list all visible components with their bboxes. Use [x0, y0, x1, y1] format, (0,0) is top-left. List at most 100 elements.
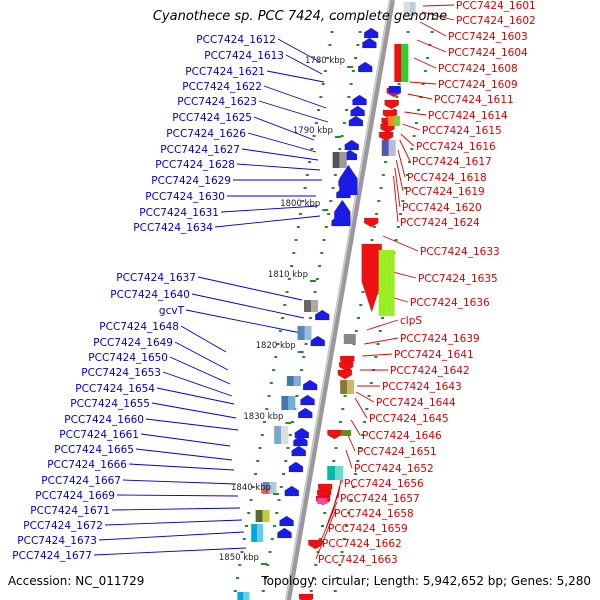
gene-label-right[interactable]: PCC7424_1616 [416, 141, 496, 153]
gene-label-right[interactable]: PCC7424_1617 [412, 156, 492, 168]
track-tick [395, 96, 399, 98]
gene-block [339, 152, 347, 168]
track-tick [265, 408, 269, 410]
track-tick [361, 291, 365, 293]
gene-label-left[interactable]: PCC7424_1630 [145, 191, 225, 203]
gene-label-right[interactable]: PCC7424_1658 [334, 508, 414, 520]
gene-label-left[interactable]: PCC7424_1621 [185, 66, 265, 78]
gene-label-right[interactable]: PCC7424_1642 [390, 365, 470, 377]
gene-label-right[interactable]: PCC7424_1643 [382, 381, 462, 393]
track-tick [356, 460, 360, 462]
gene-label-left[interactable]: PCC7424_1623 [177, 96, 257, 108]
callout-lines [93, 4, 455, 560]
track-tick [408, 18, 412, 20]
track-tick [266, 564, 270, 566]
gene-label-right[interactable]: PCC7424_1601 [456, 0, 536, 12]
track-tick [336, 577, 340, 579]
callout-line-left [93, 547, 247, 556]
gene-label-left[interactable]: PCC7424_1649 [93, 337, 173, 349]
gene-label-left[interactable]: PCC7424_1613 [204, 50, 284, 62]
gene-label-left[interactable]: PCC7424_1631 [139, 207, 219, 219]
track-tick [270, 538, 274, 540]
gene-label-left[interactable]: PCC7424_1626 [166, 128, 246, 140]
gene-label-left[interactable]: PCC7424_1612 [196, 34, 276, 46]
gene-label-left[interactable]: PCC7424_1625 [172, 112, 252, 124]
gene-label-left[interactable]: PCC7424_1637 [116, 272, 196, 284]
gene-label-left[interactable]: PCC7424_1671 [30, 505, 110, 517]
track-tick [273, 525, 277, 527]
gene-label-right[interactable]: PCC7424_1611 [434, 94, 514, 106]
gene-label-left[interactable]: PCC7424_1654 [75, 383, 155, 395]
gene-label-right[interactable]: clpS [400, 315, 422, 327]
track-tick [333, 590, 337, 592]
gene-label-right[interactable]: PCC7424_1614 [428, 110, 508, 122]
gene-label-right[interactable]: PCC7424_1645 [369, 413, 449, 425]
track-tick [284, 460, 288, 462]
gene-label-right[interactable]: PCC7424_1609 [438, 79, 518, 91]
gene-label-right[interactable]: PCC7424_1659 [328, 523, 408, 535]
gene-label-right[interactable]: PCC7424_1639 [400, 333, 480, 345]
gene-label-left[interactable]: PCC7424_1629 [151, 175, 231, 187]
gene-label-right[interactable]: PCC7424_1646 [362, 430, 442, 442]
gene-label-right[interactable]: PCC7424_1657 [340, 493, 420, 505]
gene-label-left[interactable]: PCC7424_1672 [23, 520, 103, 532]
gene-label-left[interactable]: PCC7424_1666 [47, 459, 127, 471]
gene-label-left[interactable]: PCC7424_1665 [54, 444, 134, 456]
callout-line-right [419, 21, 447, 37]
gene-label-right[interactable]: PCC7424_1652 [354, 463, 434, 475]
track-tick [403, 187, 407, 189]
gene-block [340, 380, 348, 394]
gene-label-right[interactable]: PCC7424_1615 [422, 125, 502, 137]
track-tick [313, 291, 317, 293]
gene-block [297, 326, 305, 340]
gene-label-right[interactable]: PCC7424_1603 [448, 31, 528, 43]
accession-text: Accession: NC_011729 [8, 574, 145, 588]
gene-label-left[interactable]: PCC7424_1634 [133, 222, 213, 234]
gene-label-right[interactable]: PCC7424_1618 [407, 172, 487, 184]
gene-feature [350, 105, 365, 117]
gene-label-left[interactable]: PCC7424_1648 [99, 321, 179, 333]
gene-label-right[interactable]: PCC7424_1635 [418, 273, 498, 285]
gene-label-left[interactable]: PCC7424_1627 [160, 144, 240, 156]
gene-feature [310, 335, 326, 347]
gene-feature [291, 445, 306, 457]
gene-label-right[interactable]: PCC7424_1663 [318, 554, 398, 566]
gene-label-left[interactable]: PCC7424_1669 [35, 490, 115, 502]
gene-label-left[interactable]: PCC7424_1677 [12, 550, 92, 562]
gene-label-left[interactable]: gcvT [159, 305, 185, 317]
gene-label-right[interactable]: PCC7424_1656 [344, 478, 424, 490]
gene-label-right[interactable]: PCC7424_1604 [448, 47, 528, 59]
backbone-band [285, 0, 395, 600]
track-tick [315, 278, 319, 280]
track-tick [323, 512, 327, 514]
gene-label-left[interactable]: PCC7424_1628 [155, 159, 235, 171]
track-tick [343, 395, 347, 397]
gene-label-left[interactable]: PCC7424_1622 [182, 81, 262, 93]
gene-label-right[interactable]: PCC7424_1636 [410, 297, 490, 309]
gene-label-right[interactable]: PCC7424_1651 [357, 446, 437, 458]
gene-label-right[interactable]: PCC7424_1633 [420, 246, 500, 258]
gene-label-right[interactable]: PCC7424_1641 [394, 349, 474, 361]
gene-label-right[interactable]: PCC7424_1620 [402, 202, 482, 214]
callout-line-right [409, 81, 437, 85]
gene-label-left[interactable]: PCC7424_1640 [110, 289, 190, 301]
gene-label-left[interactable]: PCC7424_1650 [88, 352, 168, 364]
gene-label-right[interactable]: PCC7424_1644 [376, 397, 456, 409]
gene-label-right[interactable]: PCC7424_1619 [405, 186, 485, 198]
gene-label-right[interactable]: PCC7424_1602 [456, 15, 536, 27]
track-tick [401, 200, 405, 202]
gene-label-right[interactable]: PCC7424_1662 [322, 538, 402, 550]
callout-line-left [135, 448, 233, 461]
gene-label-left[interactable]: PCC7424_1667 [41, 475, 121, 487]
gene-feature [293, 435, 308, 447]
gene-block [403, 2, 410, 16]
gene-label-left[interactable]: PCC7424_1660 [64, 414, 144, 426]
gene-label-left[interactable]: PCC7424_1673 [17, 535, 97, 547]
track-tick [334, 447, 338, 449]
gene-label-left[interactable]: PCC7424_1661 [59, 429, 139, 441]
gene-label-left[interactable]: PCC7424_1653 [81, 367, 161, 379]
gene-label-right[interactable]: PCC7424_1624 [400, 217, 480, 229]
gene-block [317, 498, 328, 504]
gene-label-left[interactable]: PCC7424_1655 [70, 398, 150, 410]
gene-label-right[interactable]: PCC7424_1608 [438, 63, 518, 75]
